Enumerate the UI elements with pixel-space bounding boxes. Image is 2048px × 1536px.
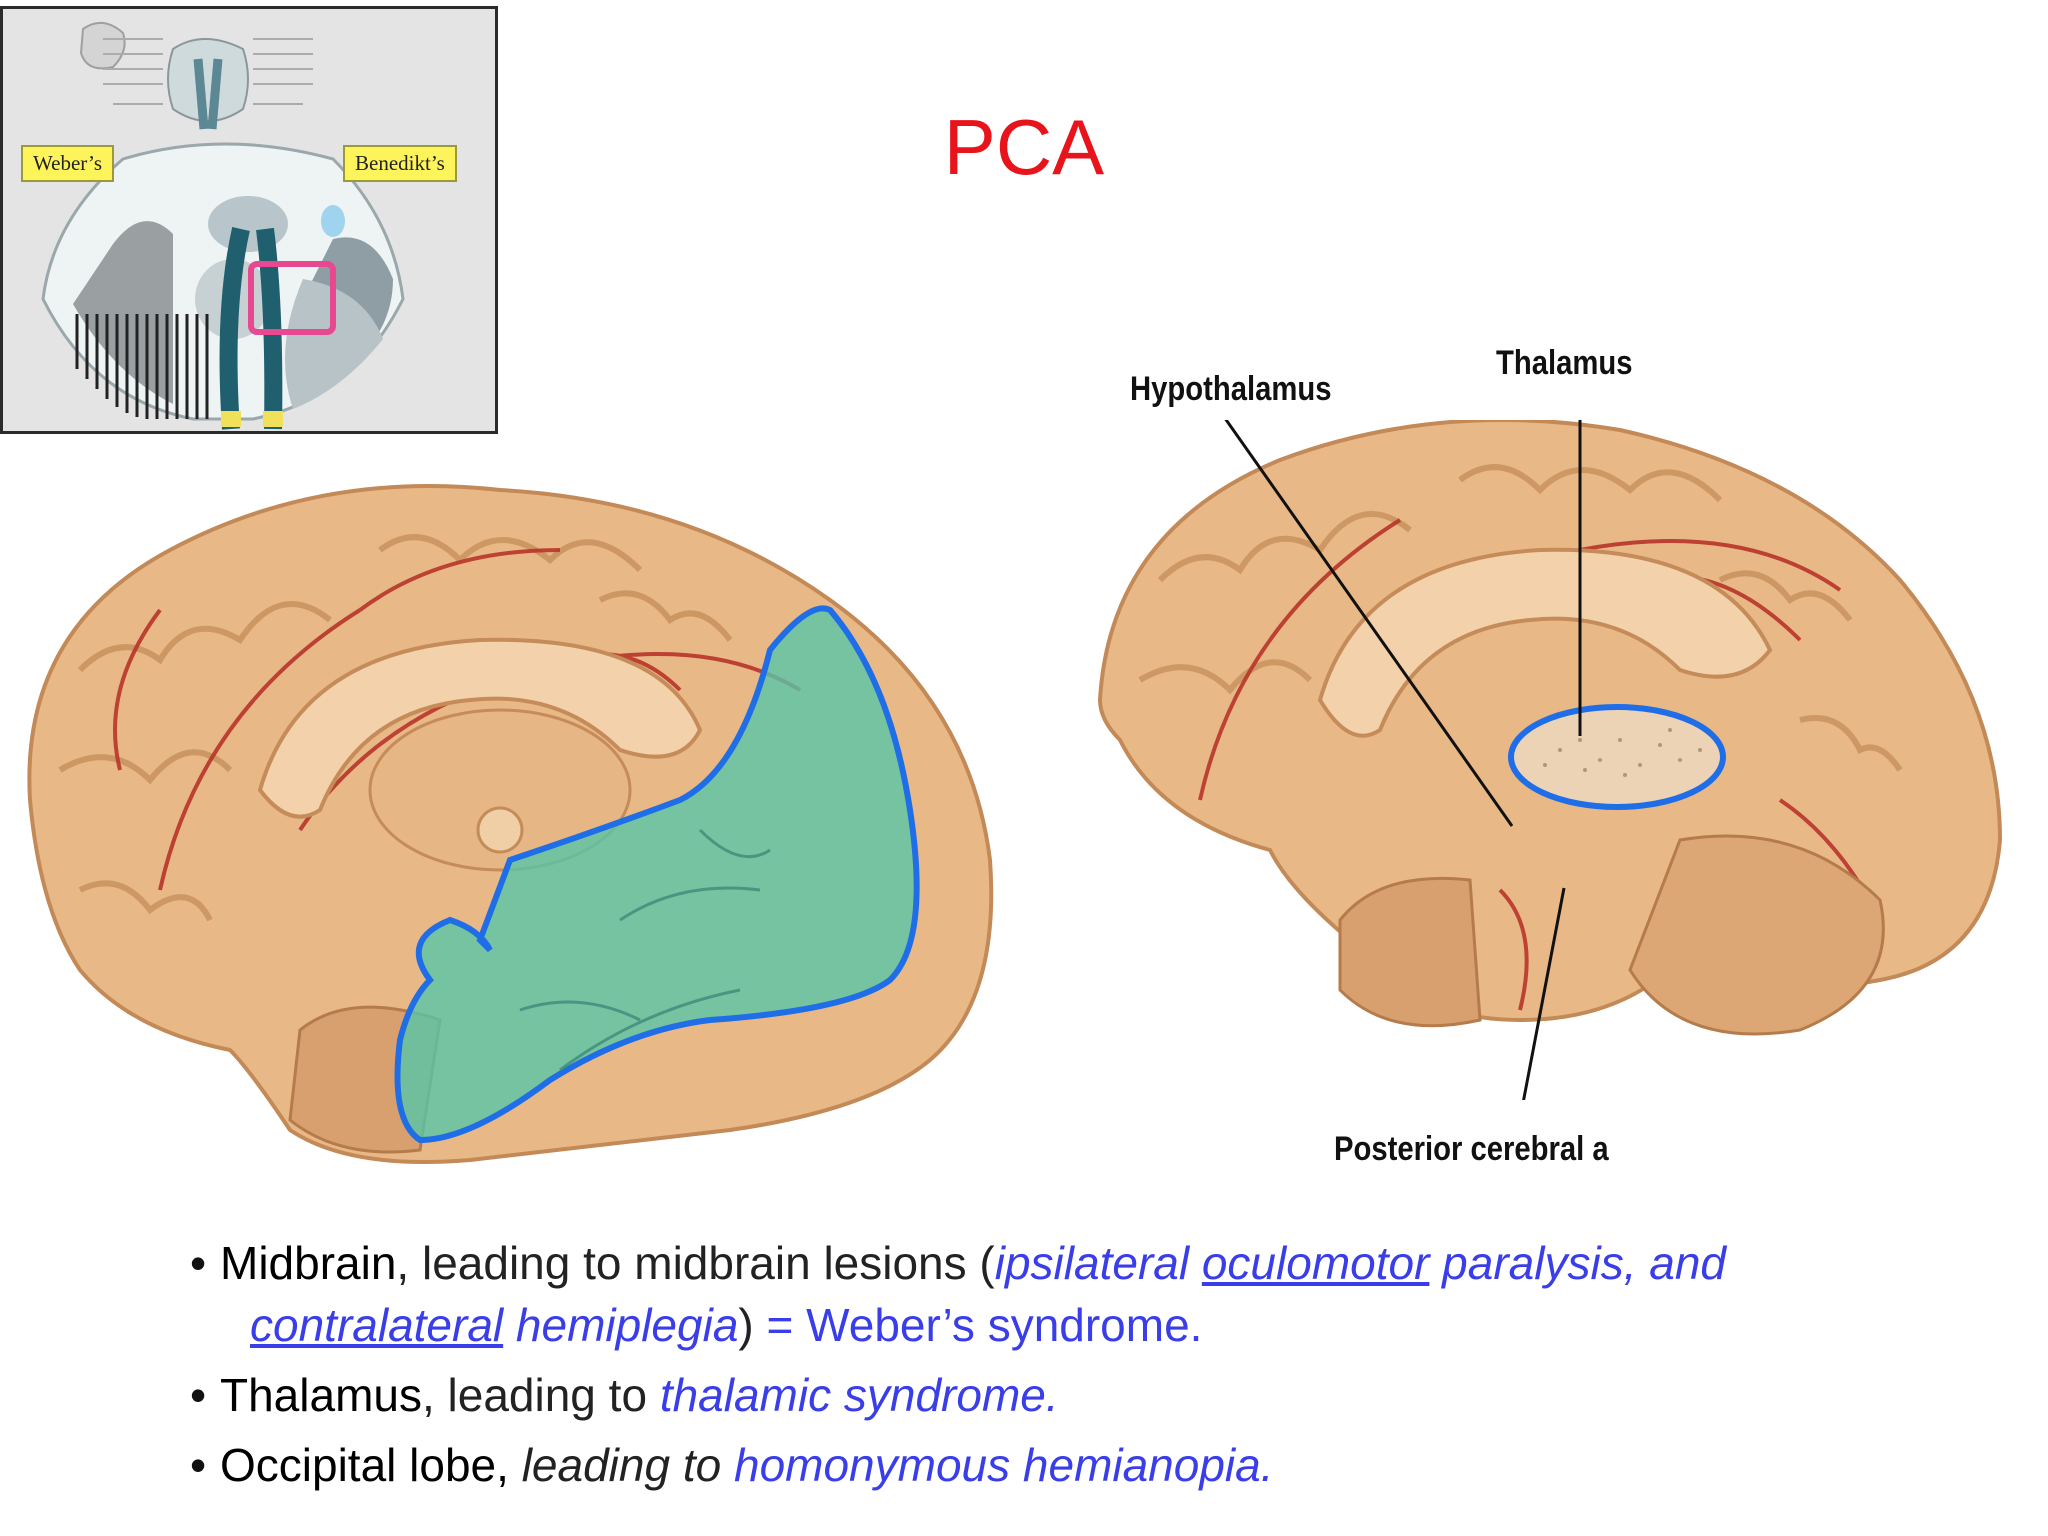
bullet-highlight: = Weber’s syndrome. <box>753 1299 1203 1351</box>
left-brain-medial-illustration <box>27 484 994 1164</box>
bullet-term: Thalamus <box>220 1369 422 1421</box>
webers-label: Weber’s <box>21 145 115 182</box>
bullet-occipital: •Occipital lobe, leading to homonymous h… <box>190 1439 1274 1491</box>
thalamus-region <box>1508 704 1726 810</box>
bullet-term: Occipital lobe, <box>220 1439 509 1491</box>
slide-title: PCA <box>943 103 1105 191</box>
bullet-highlight: paralysis, and <box>1429 1237 1727 1289</box>
bullet-highlight: contralateral <box>250 1299 504 1351</box>
bullet-text: , leading to <box>421 1369 660 1421</box>
bullet-thalamus: •Thalamus, leading to thalamic syndrome. <box>190 1369 1059 1421</box>
bullet-highlight: ipsilateral <box>994 1237 1190 1289</box>
right-brain-medial-illustration <box>1097 420 2003 1100</box>
bullet-text: , leading to midbrain lesions ( <box>396 1237 995 1289</box>
bullet-highlight: homonymous hemianopia. <box>733 1439 1274 1491</box>
hypothalamus-leader-line <box>1224 420 1514 827</box>
benedikts-label: Benedikt’s <box>343 145 457 182</box>
posterior-cerebral-label: Posterior cerebral a <box>1334 1130 1609 1168</box>
bullet-list: •Midbrain, leading to midbrain lesions (… <box>190 1232 1990 1496</box>
bullet-midbrain: •Midbrain, leading to midbrain lesions (… <box>190 1237 1727 1351</box>
midbrain-inset: Weber’s Benedikt’s <box>0 6 498 434</box>
bullet-highlight: oculomotor <box>1201 1237 1430 1289</box>
bullet-term: Midbrain <box>220 1237 397 1289</box>
bullet-text: ) <box>738 1299 754 1351</box>
midbrain-cross-section-illustration <box>41 22 405 430</box>
bullet-space <box>1189 1237 1202 1289</box>
pca-leader-line <box>1522 887 1566 1100</box>
bullet-highlight: thalamic syndrome. <box>659 1369 1059 1421</box>
hypothalamus-label: Hypothalamus <box>1130 370 1332 408</box>
bullet-text: leading to <box>508 1439 734 1491</box>
thalamus-label: Thalamus <box>1496 344 1633 382</box>
bullet-highlight: hemiplegia <box>503 1299 739 1351</box>
